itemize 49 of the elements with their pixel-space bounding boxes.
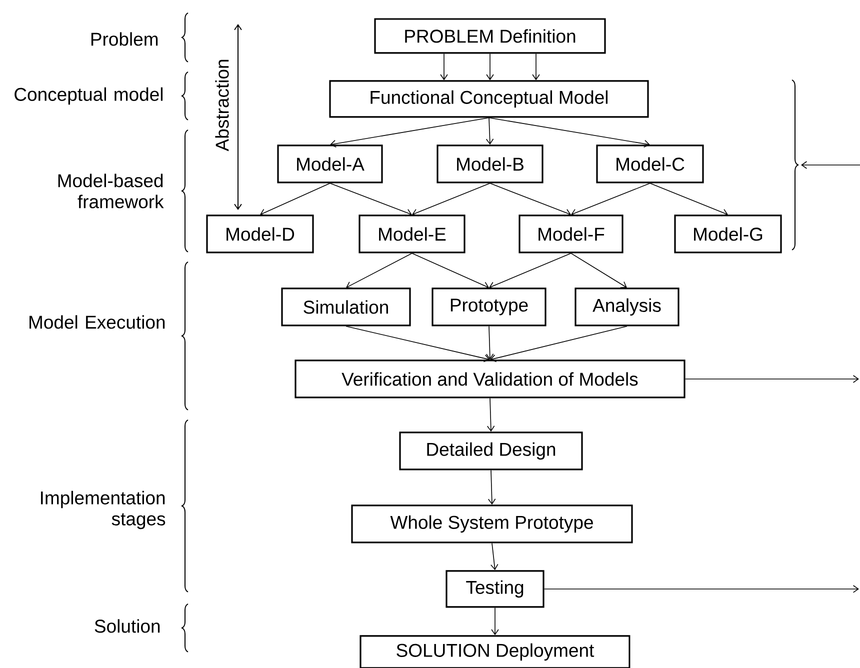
stage-label: Conceptual model <box>14 87 163 105</box>
arrow <box>490 542 498 570</box>
process-box: Analysis <box>574 288 680 326</box>
process-box: Simulation <box>281 288 411 326</box>
process-box: PROBLEM Definition <box>374 18 606 54</box>
arrow <box>544 585 859 593</box>
process-box: Detailed Design <box>399 432 583 470</box>
arrow <box>684 375 859 383</box>
arrow <box>489 252 572 290</box>
arrow <box>412 182 490 216</box>
arrow <box>486 117 494 145</box>
process-box: Model-C <box>596 144 704 184</box>
arrow <box>491 607 499 636</box>
stage-label: Problem <box>91 32 158 46</box>
process-box: Testing <box>446 570 544 608</box>
stage-label: Model Execution <box>30 315 165 329</box>
arrow <box>532 53 540 80</box>
stage-label: Model-based framework <box>58 174 164 208</box>
arrow <box>488 117 650 148</box>
process-box: Model-E <box>358 214 466 254</box>
arrow <box>346 326 490 362</box>
arrow <box>440 53 448 80</box>
process-box: Functional Conceptual Model <box>329 80 649 118</box>
process-box: Whole System Prototype <box>351 504 633 544</box>
process-box: Model-D <box>206 214 314 254</box>
arrow <box>570 252 627 288</box>
arrow <box>490 326 628 362</box>
process-box: Verification and Validation of Models <box>294 360 686 398</box>
process-box: Prototype <box>432 288 546 326</box>
arrow <box>412 252 489 289</box>
process-box: Model-A <box>277 144 383 184</box>
process-box: SOLUTION Deployment <box>360 635 630 668</box>
arrow <box>486 326 494 360</box>
stage-label: Implementation stages <box>41 490 166 530</box>
arrow <box>486 398 495 432</box>
arrow <box>260 182 330 216</box>
process-box: Model-F <box>518 214 624 254</box>
arrow <box>330 182 412 216</box>
arrow <box>330 117 490 148</box>
process-box: Model-B <box>436 144 544 184</box>
stage-label: Solution <box>94 619 160 633</box>
process-box: Model-G <box>674 214 782 254</box>
arrow <box>346 252 412 289</box>
arrow <box>490 182 571 216</box>
arrow <box>571 182 650 216</box>
arrow <box>650 182 728 216</box>
arrow <box>488 470 496 505</box>
axis-label: Abstraction <box>215 60 229 152</box>
arrow <box>486 53 494 80</box>
